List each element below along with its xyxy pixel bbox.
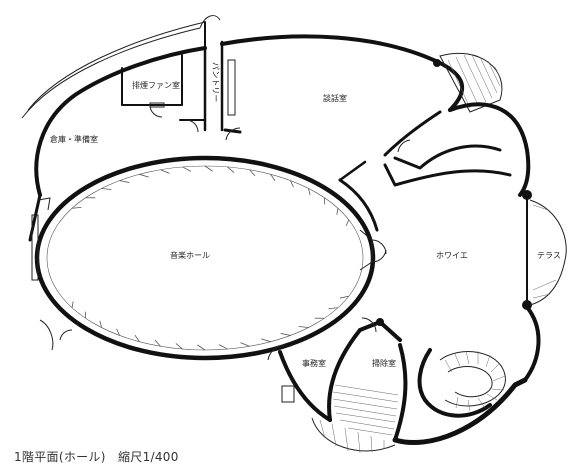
wall-tick: [290, 180, 294, 188]
wall-tick: [280, 333, 291, 336]
wall-tick: [99, 320, 102, 328]
wall-tick: [308, 188, 311, 196]
wall-tick: [72, 206, 82, 209]
wall-tick: [101, 188, 112, 190]
wall-tick: [204, 165, 213, 172]
wall-tick: [227, 166, 235, 173]
wall-tick: [139, 173, 149, 178]
wall-tick: [328, 307, 338, 310]
wall-tick: [336, 208, 339, 215]
wall-tick: [249, 169, 256, 177]
wall-tick: [197, 344, 206, 351]
wall-tick: [345, 219, 350, 227]
storage-wing: [21, 15, 221, 197]
wall-tick: [261, 338, 271, 343]
wall-tick: [175, 343, 183, 350]
wall-tick: [240, 342, 250, 347]
office-label: 事務室: [302, 358, 326, 368]
wall-tick: [218, 344, 228, 350]
wall-tick: [154, 339, 161, 347]
wall-tick: [182, 166, 192, 172]
music-hall: [28, 155, 387, 361]
lounge-label: 談話室: [323, 93, 347, 103]
lower-wing: [267, 317, 528, 454]
wall-tick: [339, 295, 349, 299]
wall-tick: [71, 301, 74, 308]
lounge-wing: [203, 34, 503, 182]
foyer-label: ホワイエ: [436, 251, 468, 260]
wall-tick: [298, 326, 309, 328]
wall-tick: [160, 169, 170, 174]
wall-tick: [119, 180, 130, 183]
hall-wall-ticks: [71, 165, 350, 351]
storage-label: 倉庫・準備室: [50, 134, 98, 144]
cleaning-room-label: 掃除室: [372, 358, 396, 368]
terrace-label: テラス: [537, 251, 561, 260]
pantry-label: パントリー: [211, 62, 220, 102]
foyer-walls: [383, 102, 567, 382]
wall-tick: [116, 328, 120, 336]
music-hall-label: 音楽ホール: [170, 250, 210, 260]
smoke-fan-room-label: 排煙ファン室: [132, 80, 180, 90]
wall-tick: [270, 174, 276, 181]
plan-caption: 1階平面(ホール) 縮尺1/400: [14, 450, 179, 464]
wall-tick: [134, 335, 140, 342]
